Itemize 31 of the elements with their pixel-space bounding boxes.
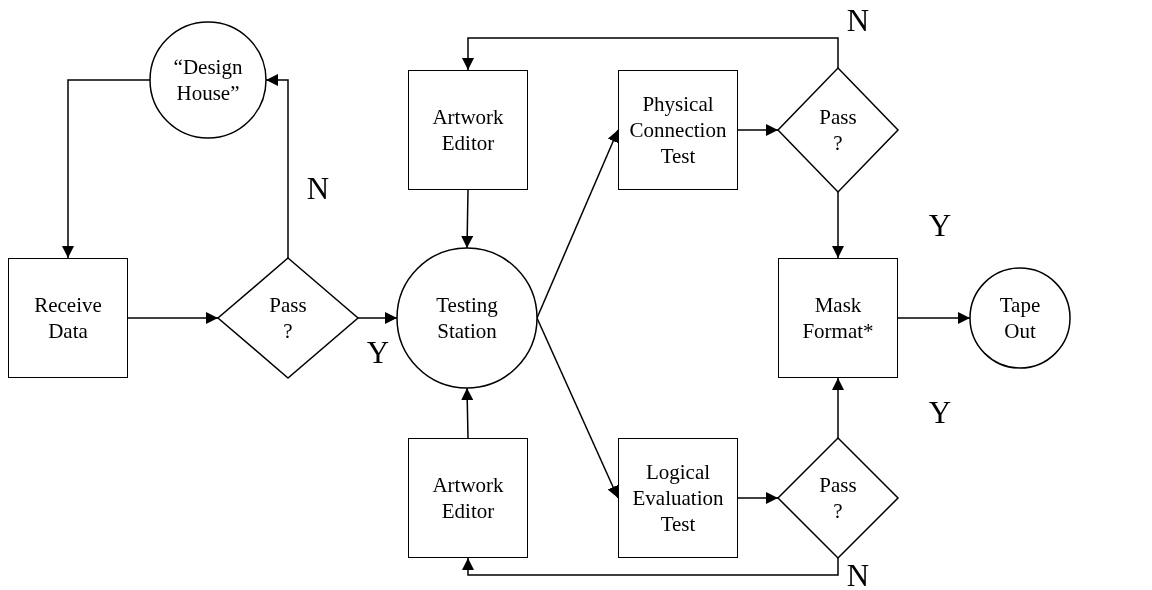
arrow bbox=[265, 74, 289, 259]
arrow bbox=[62, 79, 151, 259]
arrow bbox=[127, 312, 219, 324]
arrow bbox=[832, 191, 844, 259]
node-label: Pass ? bbox=[818, 103, 858, 157]
node-label: Logical Evaluation Test bbox=[631, 458, 725, 538]
process-box bbox=[408, 70, 528, 190]
node-label: “Design House” bbox=[172, 53, 244, 107]
process-box bbox=[8, 258, 128, 378]
arrow bbox=[832, 377, 844, 439]
process-box bbox=[618, 438, 738, 558]
node-label: Receive Data bbox=[33, 291, 103, 345]
process-box bbox=[778, 258, 898, 378]
arrow bbox=[462, 557, 839, 576]
arrow bbox=[737, 124, 779, 136]
arrow bbox=[462, 37, 839, 71]
node-label: Artwork Editor bbox=[431, 103, 505, 157]
process-box bbox=[408, 438, 528, 558]
node-label: Pass ? bbox=[818, 471, 858, 525]
node-label: Physical Connection Test bbox=[628, 90, 728, 170]
node-label: Testing Station bbox=[435, 291, 499, 345]
node-label: Tape Out bbox=[998, 291, 1042, 345]
node-label: Artwork Editor bbox=[431, 471, 505, 525]
node-label: Mask Format* bbox=[801, 291, 875, 345]
node-label: Pass ? bbox=[268, 291, 308, 345]
arrow bbox=[897, 312, 971, 324]
arrow bbox=[737, 492, 779, 504]
arrow bbox=[461, 387, 474, 439]
process-box bbox=[618, 70, 738, 190]
arrow bbox=[461, 189, 474, 249]
arrow bbox=[357, 312, 398, 324]
